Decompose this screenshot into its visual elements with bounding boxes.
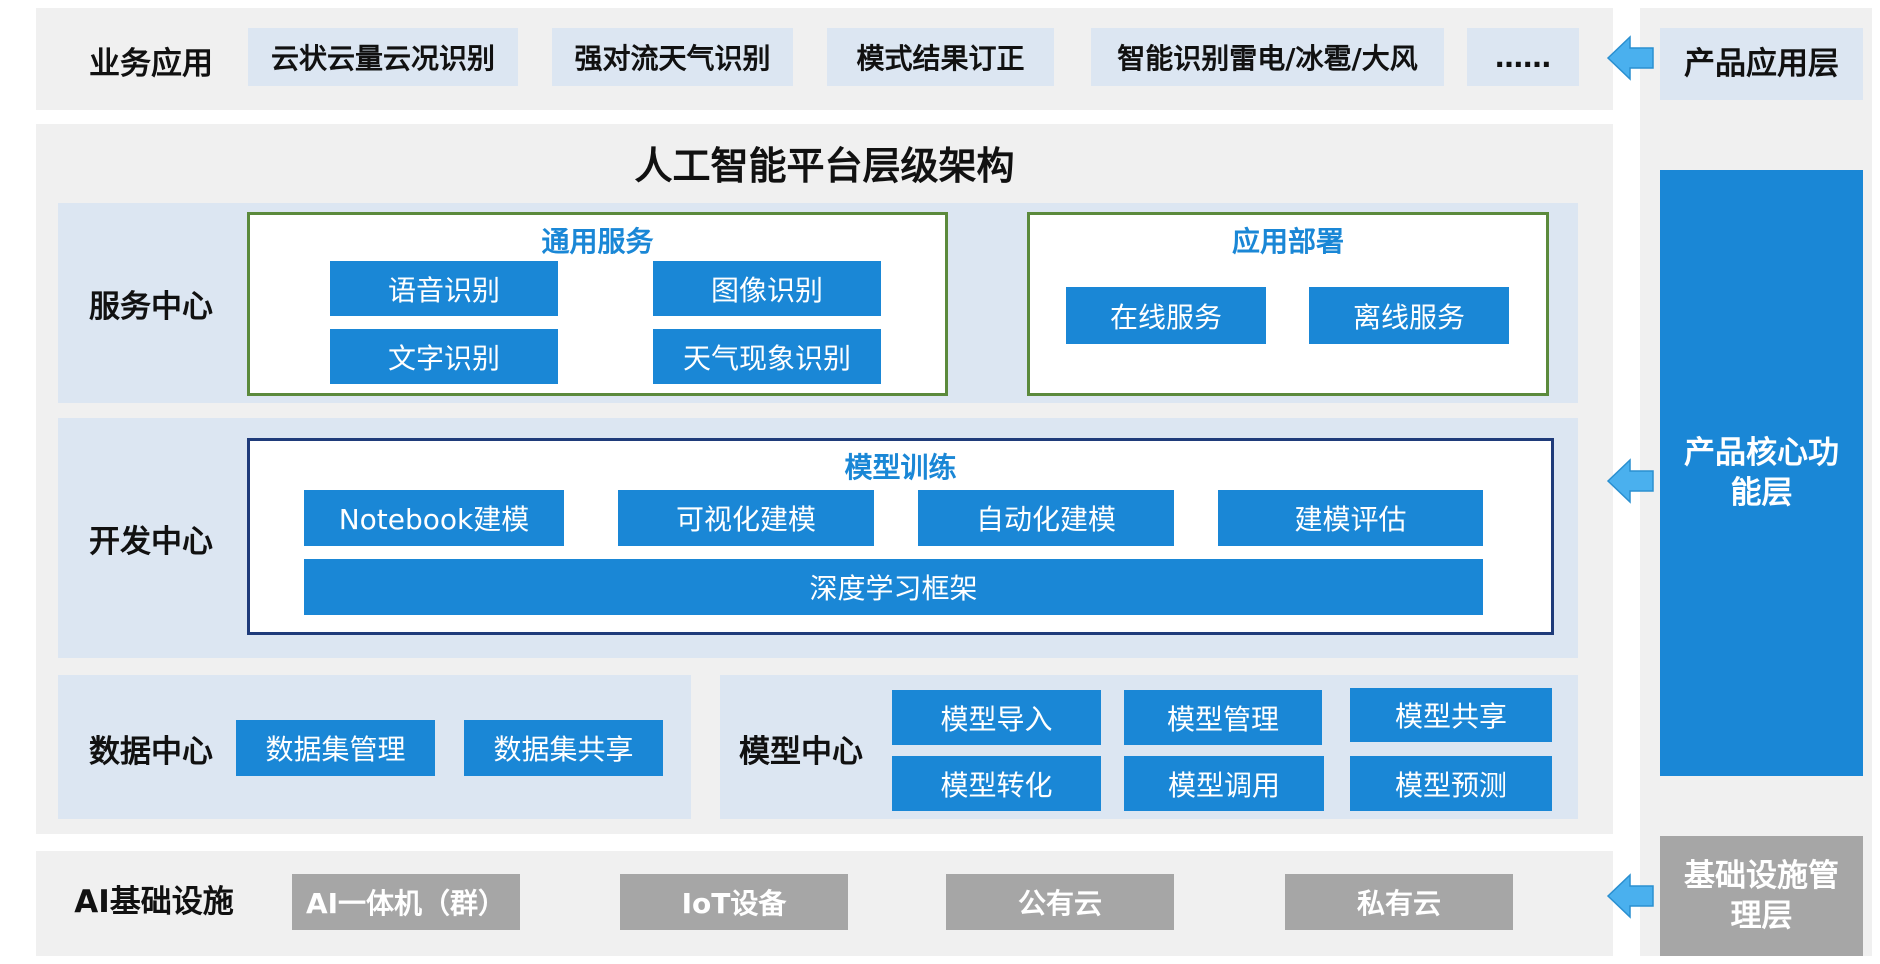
dataset-management-box: 数据集管理 (236, 720, 435, 776)
model-prediction-box: 模型预测 (1350, 756, 1552, 811)
model-invocation-box: 模型调用 (1124, 756, 1324, 811)
image-recognition-box: 图像识别 (653, 261, 881, 316)
platform-title: 人工智能平台层级架构 (634, 143, 1015, 188)
infra-mgmt-layer-label: 基础设施管理层 (1684, 858, 1839, 934)
model-center-label: 模型中心 (739, 733, 863, 770)
iot-device-box: IoT设备 (620, 874, 848, 930)
service-center-label: 服务中心 (89, 288, 213, 325)
business-app-item: 模式结果订正 (827, 28, 1054, 86)
deep-learning-framework-box: 深度学习框架 (304, 559, 1483, 615)
business-app-item: 智能识别雷电/冰雹/大风 (1091, 28, 1444, 86)
model-import-box: 模型导入 (892, 690, 1101, 745)
offline-service-box: 离线服务 (1309, 287, 1509, 344)
ai-appliance-box: AI一体机（群） (292, 874, 520, 930)
app-deploy-title: 应用部署 (1231, 225, 1344, 258)
notebook-modeling-box: Notebook建模 (304, 490, 564, 546)
text-recognition-box: 文字识别 (330, 329, 558, 384)
weather-phenomenon-recognition-box: 天气现象识别 (653, 329, 881, 384)
speech-recognition-box: 语音识别 (330, 261, 558, 316)
business-app-item: 强对流天气识别 (552, 28, 793, 86)
infra-label: AI基础设施 (74, 883, 234, 920)
product-app-layer-box: 产品应用层 (1660, 28, 1863, 100)
model-management-box: 模型管理 (1124, 690, 1322, 745)
model-training-title: 模型训练 (844, 451, 957, 484)
model-conversion-box: 模型转化 (892, 756, 1101, 811)
online-service-box: 在线服务 (1066, 287, 1266, 344)
visual-modeling-box: 可视化建模 (618, 490, 874, 546)
business-app-label: 业务应用 (89, 45, 213, 82)
dev-center-label: 开发中心 (89, 523, 213, 560)
infra-mgmt-layer-box: 基础设施管理层 (1660, 836, 1863, 956)
product-core-layer-box: 产品核心功能层 (1660, 170, 1863, 776)
public-cloud-box: 公有云 (946, 874, 1174, 930)
business-app-item: 云状云量云况识别 (248, 28, 518, 86)
dataset-sharing-box: 数据集共享 (464, 720, 663, 776)
auto-modeling-box: 自动化建模 (918, 490, 1174, 546)
modeling-evaluation-box: 建模评估 (1218, 490, 1483, 546)
general-service-title: 通用服务 (541, 225, 654, 258)
product-core-layer-label: 产品核心功能层 (1684, 435, 1839, 511)
arrow-left-icon (1606, 35, 1654, 81)
data-center-label: 数据中心 (89, 733, 213, 770)
private-cloud-box: 私有云 (1285, 874, 1513, 930)
business-app-item: …… (1467, 28, 1579, 86)
model-sharing-box: 模型共享 (1350, 688, 1552, 742)
arrow-left-icon (1606, 873, 1654, 919)
arrow-left-icon (1606, 458, 1654, 504)
